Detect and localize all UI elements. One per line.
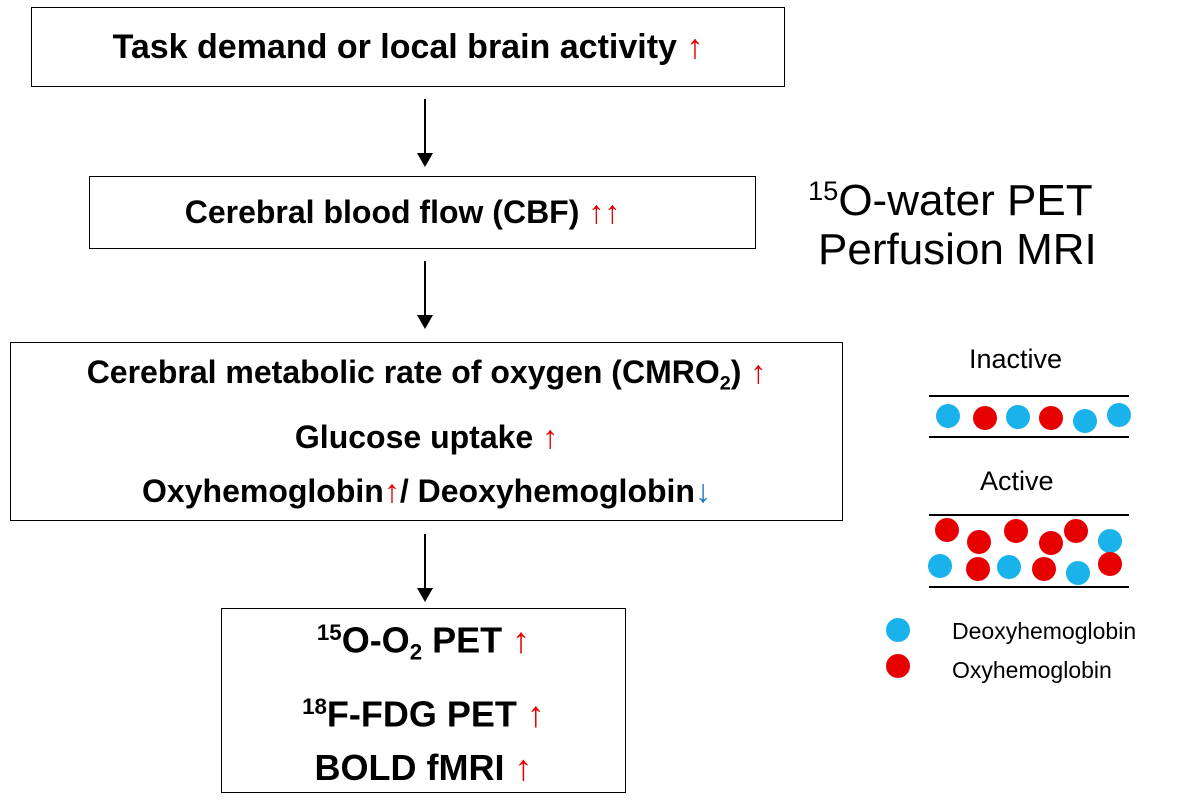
flow-arrow-2 bbox=[417, 261, 433, 329]
fdg-pet-text: F-FDG PET bbox=[326, 692, 517, 734]
deoxyhemoglobin-legend-dot bbox=[886, 618, 910, 642]
inactive-vessel-top bbox=[929, 395, 1129, 397]
cmro2-line: Cerebral metabolic rate of oxygen (CMRO2… bbox=[87, 345, 767, 410]
side-label-line-1: 15O-water PET bbox=[808, 165, 1093, 227]
oxyhemoglobin-text: Oxyhemoglobin bbox=[142, 473, 384, 510]
task-demand-text: Task demand or local brain activity bbox=[112, 27, 677, 66]
cmro2-suffix: ) bbox=[730, 353, 742, 390]
double-increase-arrow-icon: ↑↑ bbox=[588, 194, 621, 230]
bold-fmri-line: BOLD fMRI ↑ bbox=[315, 741, 533, 795]
flow-arrow-1 bbox=[417, 99, 433, 167]
increase-arrow-icon: ↑ bbox=[383, 473, 400, 510]
box-task-demand-line: Task demand or local brain activity ↑ bbox=[113, 28, 704, 67]
increase-arrow-icon: ↑ bbox=[750, 353, 767, 390]
oxyhemoglobin-dot bbox=[967, 530, 991, 554]
deoxyhemoglobin-dot bbox=[1073, 409, 1097, 433]
o2-pet-end: PET bbox=[422, 619, 503, 661]
increase-arrow-icon: ↑ bbox=[514, 746, 533, 788]
oxyhemoglobin-dot bbox=[1098, 552, 1122, 576]
glucose-line: Glucose uptake ↑ bbox=[295, 410, 558, 464]
deoxyhemoglobin-dot bbox=[936, 404, 960, 428]
oxyhemoglobin-legend-label: Oxyhemoglobin bbox=[952, 657, 1112, 683]
hemoglobin-line: Oxyhemoglobin↑/ Deoxyhemoglobin↓ bbox=[142, 464, 711, 518]
o2-pet-line: 15O-O2 PET ↑ bbox=[317, 606, 530, 679]
deoxyhemoglobin-dot bbox=[1006, 405, 1030, 429]
o2-subscript: 2 bbox=[409, 639, 423, 665]
oxyhemoglobin-dot bbox=[1039, 406, 1063, 430]
fdg-pet-line: 18F-FDG PET ↑ bbox=[302, 680, 545, 741]
active-vessel-top bbox=[929, 514, 1129, 516]
inactive-label: Inactive bbox=[969, 344, 1063, 374]
increase-arrow-icon: ↑ bbox=[526, 692, 545, 734]
inactive-vessel-bottom bbox=[929, 436, 1129, 438]
bold-fmri-text: BOLD fMRI bbox=[314, 746, 505, 788]
cmro2-subscript: 2 bbox=[719, 372, 731, 395]
oxyhemoglobin-dot bbox=[1004, 519, 1028, 543]
box-cbf-line: Cerebral blood flow (CBF) ↑↑ bbox=[185, 194, 621, 231]
decrease-arrow-icon: ↓ bbox=[694, 473, 711, 510]
flow-arrow-3 bbox=[417, 534, 433, 602]
oxyhemoglobin-dot bbox=[1064, 519, 1088, 543]
deoxyhemoglobin-dot bbox=[928, 554, 952, 578]
increase-arrow-icon: ↑ bbox=[542, 419, 559, 456]
increase-arrow-icon: ↑ bbox=[686, 27, 704, 66]
oxyhemoglobin-dot bbox=[1039, 531, 1063, 555]
deoxyhemoglobin-text: / Deoxyhemoglobin bbox=[399, 473, 695, 510]
oxyhemoglobin-dot bbox=[966, 557, 990, 581]
glucose-text: Glucose uptake bbox=[294, 419, 534, 456]
oxyhemoglobin-dot bbox=[973, 406, 997, 430]
o15-water-text: O-water PET bbox=[838, 176, 1093, 225]
cbf-text: Cerebral blood flow (CBF) bbox=[184, 194, 580, 230]
box-imaging: 15O-O2 PET ↑ 18F-FDG PET ↑ BOLD fMRI ↑ bbox=[221, 608, 626, 793]
f18-superscript: 18 bbox=[302, 693, 327, 719]
o2-pet-mid: O-O bbox=[341, 619, 410, 661]
side-label-line-2: Perfusion MRI bbox=[818, 224, 1097, 276]
deoxyhemoglobin-dot bbox=[1107, 403, 1131, 427]
box-task-demand: Task demand or local brain activity ↑ bbox=[31, 7, 785, 87]
deoxyhemoglobin-dot bbox=[1098, 529, 1122, 553]
perfusion-mri-text: Perfusion MRI bbox=[818, 225, 1097, 274]
oxyhemoglobin-dot bbox=[1032, 557, 1056, 581]
o15-superscript: 15 bbox=[316, 620, 342, 646]
deoxyhemoglobin-legend-label: Deoxyhemoglobin bbox=[952, 618, 1137, 644]
oxyhemoglobin-dot bbox=[935, 518, 959, 542]
o15-water-superscript: 15 bbox=[808, 175, 839, 206]
box-metabolism: Cerebral metabolic rate of oxygen (CMRO2… bbox=[10, 342, 843, 521]
box-cbf: Cerebral blood flow (CBF) ↑↑ bbox=[89, 176, 756, 249]
deoxyhemoglobin-dot bbox=[997, 555, 1021, 579]
active-vessel-bottom bbox=[929, 586, 1129, 588]
oxyhemoglobin-legend-dot bbox=[886, 654, 910, 678]
increase-arrow-icon: ↑ bbox=[512, 619, 531, 661]
active-label: Active bbox=[980, 466, 1054, 496]
cmro2-prefix: Cerebral metabolic rate of oxygen (CMRO bbox=[86, 353, 720, 390]
deoxyhemoglobin-dot bbox=[1066, 561, 1090, 585]
